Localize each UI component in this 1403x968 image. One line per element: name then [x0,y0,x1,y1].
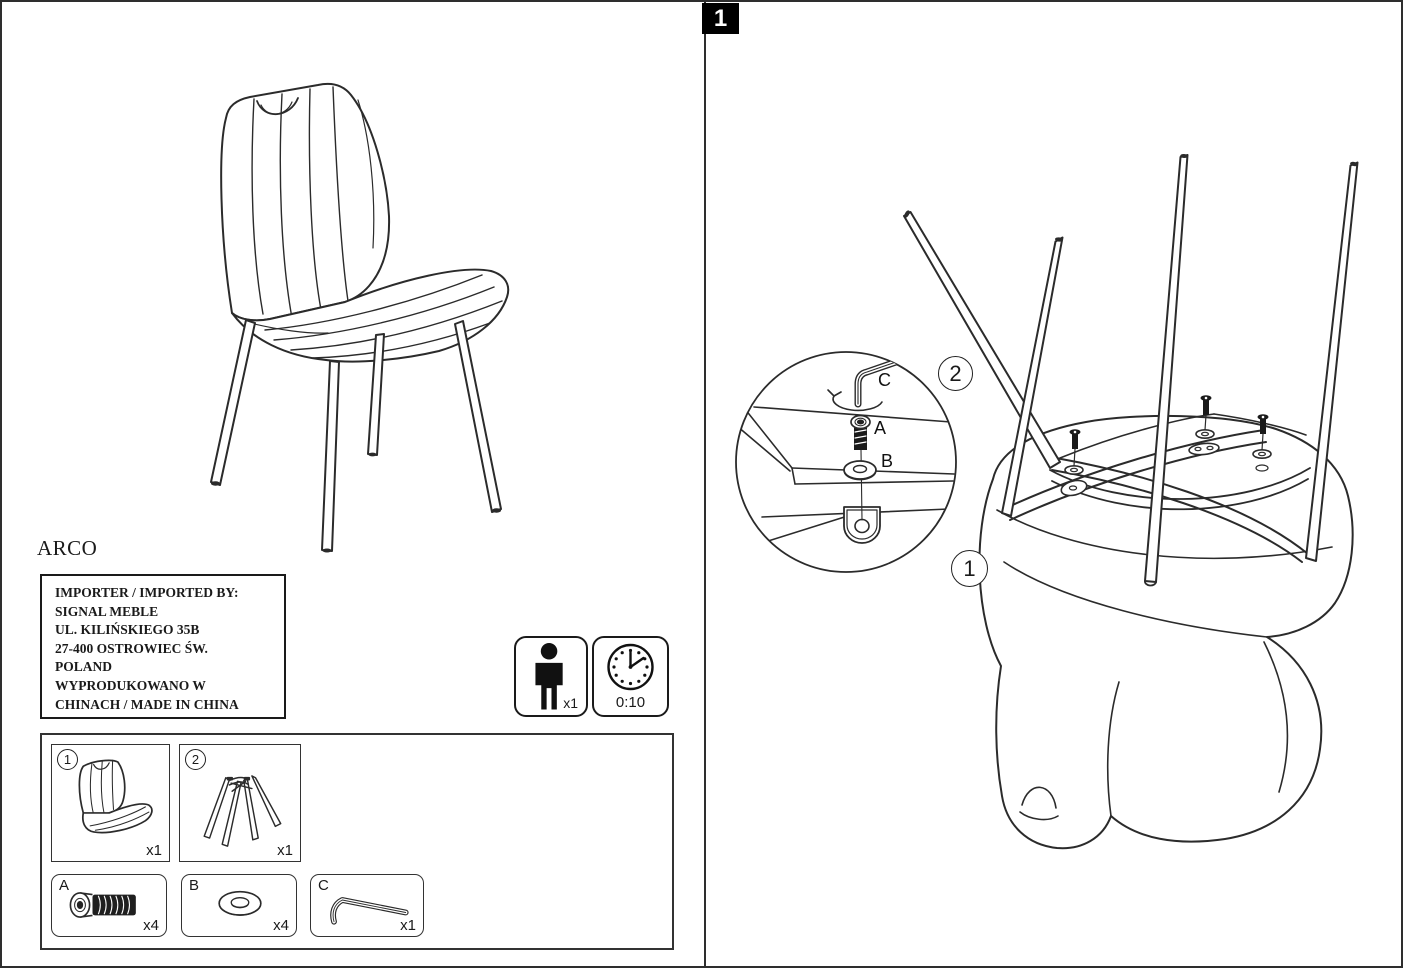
part-count: x1 [277,842,293,859]
detail-washer [843,460,877,481]
allen-key-label: C [878,370,891,390]
leg-end-cap [1144,580,1157,587]
washer-icon [218,890,262,916]
part-count: x1 [400,917,416,934]
frame-part-number: 2 [949,360,962,386]
importer-line: SIGNAL MEBLE [55,603,159,619]
seat-part-reference: 1 [951,550,988,587]
frame-part-reference: 2 [938,356,973,391]
part-box-bolt: A [51,874,167,937]
bolt-washer-set-3 [1252,414,1272,472]
leg-tips [904,153,1358,242]
clock-icon [607,643,654,691]
detail-mounting-tab [843,506,881,544]
product-name: ARCO [37,536,98,560]
bolt-washer-set-2 [1188,395,1220,456]
required-persons-box: x1 [514,636,588,717]
seat-shell-creases [996,509,1333,817]
part-letter: B [189,877,200,894]
importer-line: UL. KILIŃSKIEGO 35B [55,622,200,638]
bolt-label: A [874,418,887,438]
importer-info-box: IMPORTER / IMPORTED BY: SIGNAL MEBLE UL.… [40,574,286,719]
part-id-circle: 2 [185,749,206,770]
part-count: x4 [143,917,159,934]
inverted-seat-shell [978,414,1354,850]
chair-backrest [220,82,391,322]
part-count: x1 [146,842,162,859]
importer-line: IMPORTER / IMPORTED BY: [55,585,239,600]
bolt-icon [69,892,136,918]
importer-line: POLAND [55,659,112,675]
allen-key-icon [330,897,409,925]
backrest-seams [251,86,375,319]
part-id-circle: 1 [57,749,78,770]
part-letter: C [318,877,329,894]
step-number-badge: 1 [702,3,739,34]
part-box-seat: 1 x1 [51,744,170,862]
detail-allen-key [854,358,900,408]
shell-handle-cutout [1019,786,1059,821]
frame-part-icon [203,775,282,847]
person-count: x1 [563,695,578,711]
assembled-chair-illustration [210,82,510,553]
part-count: x4 [273,917,289,934]
chair-feet [210,452,502,553]
step-number: 1 [713,4,728,32]
importer-line: 27-400 OSTROWIEC ŚW. [55,640,208,656]
bolt-washer-set-1 [1060,429,1088,497]
part-box-frame: 2 x1 [179,744,301,862]
part-box-allen-key: C x1 [310,874,424,937]
detail-bolt [850,414,871,450]
frame-rails [1005,429,1309,563]
assembly-step-illustration [735,153,1359,850]
assembly-time-box: 0:10 [592,636,669,717]
person-icon [535,642,563,710]
panel-divider [704,2,706,966]
assembly-time: 0:10 [615,694,646,711]
detail-circle [735,351,957,573]
washer-label: B [881,451,894,471]
importer-line: WYPRODUKOWANO W [55,677,206,693]
part-letter: A [59,877,70,894]
chair-legs [210,319,502,552]
seat-part-icon [78,759,153,834]
parts-list-box: 1 x1 [40,733,674,950]
seat-part-number: 1 [963,555,976,581]
part-box-washer: B x4 [181,874,297,937]
rotation-arrow [827,389,883,412]
importer-line: CHINACH / MADE IN CHINA [55,696,239,712]
